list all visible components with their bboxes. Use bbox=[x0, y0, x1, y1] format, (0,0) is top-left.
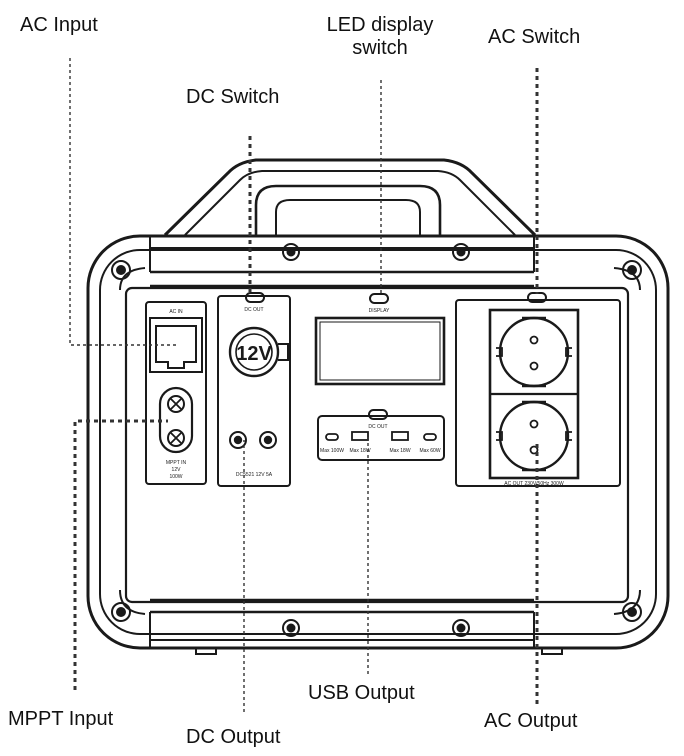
usb-port-label-2: Max 18W bbox=[349, 448, 370, 454]
dc-out-label: DC OUT bbox=[244, 307, 263, 313]
dc5521-label: DC5521 12V 5A bbox=[236, 472, 273, 478]
leader-lines bbox=[69, 58, 539, 712]
callout-led-display-switch-line2: switch bbox=[352, 37, 408, 59]
callout-dc-output: DC Output bbox=[186, 726, 281, 748]
callout-usb-output: USB Output bbox=[308, 682, 415, 704]
display-area bbox=[314, 293, 446, 386]
ac-outlet-panel bbox=[455, 292, 621, 487]
ac-out-label: AC OUT 230V/50Hz 300W bbox=[504, 481, 564, 487]
body-shell bbox=[86, 234, 670, 650]
ac-in-panel bbox=[145, 301, 207, 485]
usb-port-label-3: Max 18W bbox=[389, 448, 410, 454]
usb-port-label-1: Max 100W bbox=[320, 448, 344, 454]
callout-dc-switch: DC Switch bbox=[186, 86, 280, 108]
callout-ac-output: AC Output bbox=[484, 710, 578, 732]
usb-port-label-4: Max 60W bbox=[419, 448, 440, 454]
usb-strip bbox=[317, 409, 445, 461]
mppt-label-line2: 12V bbox=[172, 467, 182, 473]
leader-mppt-input bbox=[73, 419, 168, 690]
callout-ac-input: AC Input bbox=[20, 14, 98, 36]
screws bbox=[111, 243, 642, 637]
mppt-label-line3: 100W bbox=[169, 474, 182, 480]
feet bbox=[195, 648, 563, 655]
handle bbox=[163, 158, 537, 237]
callout-led-display-switch-line1: LED display bbox=[326, 14, 434, 36]
usb-out-label: DC OUT bbox=[368, 424, 387, 430]
callout-ac-switch: AC Switch bbox=[488, 26, 581, 48]
panel-labels: AC IN DC OUT DISPLAY DC OUT MPPT IN 12V … bbox=[166, 307, 564, 487]
dc-panel bbox=[217, 292, 291, 487]
display-label: DISPLAY bbox=[369, 308, 390, 314]
mppt-label-line1: MPPT IN bbox=[166, 460, 187, 466]
ac-in-label: AC IN bbox=[169, 309, 183, 315]
cig-lighter-label: 12V bbox=[236, 343, 272, 365]
callout-led-display-switch: LED display switch bbox=[300, 14, 460, 60]
callout-mppt-input: MPPT Input bbox=[8, 708, 114, 730]
